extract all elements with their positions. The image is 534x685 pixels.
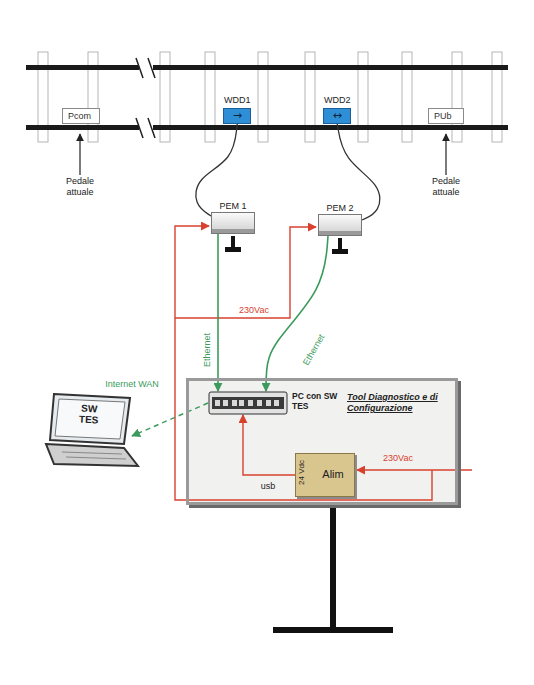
tool-panel-ground bbox=[186, 378, 458, 505]
connector-label: Ethernet bbox=[202, 331, 213, 369]
tool-enclosure: Tool Diagnostico e di Configurazione PC c… bbox=[186, 378, 458, 505]
connector-label: usb bbox=[259, 481, 278, 492]
connector-label: Ethernet bbox=[300, 331, 329, 369]
direction-arrow: ↔ bbox=[333, 110, 342, 122]
pedal-name: Pcom bbox=[68, 110, 94, 122]
pem-unit: PEM 1 bbox=[211, 200, 255, 234]
supply-voltage: 24 Vdc bbox=[297, 460, 307, 485]
wheel-detector: WDD2 ↔ bbox=[322, 95, 353, 124]
laptop: SW TES bbox=[40, 392, 140, 472]
pc-name: PC con SW TES bbox=[292, 391, 340, 411]
pem-housing bbox=[211, 212, 255, 234]
track-break bbox=[136, 48, 155, 144]
connector-label: Internet WAN bbox=[103, 379, 161, 390]
supply-name: Alim bbox=[312, 467, 354, 481]
wheel-detector: WDD1 → bbox=[222, 95, 253, 124]
detector-name: WDD2 bbox=[322, 95, 353, 106]
voltage-label: 230Vac bbox=[237, 305, 271, 316]
network-link bbox=[266, 236, 328, 391]
pedal-pointers bbox=[80, 134, 446, 175]
network-link bbox=[217, 234, 219, 391]
power-wires bbox=[175, 226, 472, 500]
pc-unit: PC con SW TES bbox=[208, 391, 340, 415]
pem-unit: PEM 2 bbox=[318, 202, 362, 236]
pem-housing bbox=[318, 214, 362, 236]
network-link bbox=[132, 403, 208, 436]
pedal-name: PUb bbox=[434, 110, 458, 122]
pedal-note: Pedale attuale bbox=[416, 176, 476, 198]
support-stand bbox=[273, 508, 393, 630]
pem-name: PEM 2 bbox=[324, 202, 355, 214]
rails bbox=[26, 65, 508, 130]
pem-stands bbox=[225, 236, 348, 254]
detector-body: ↔ bbox=[323, 108, 351, 124]
voltage-label: 230Vac bbox=[381, 453, 415, 464]
detector-name: WDD1 bbox=[222, 95, 253, 106]
usb-cable bbox=[243, 415, 295, 475]
detector-body: → bbox=[223, 108, 251, 124]
direction-arrow: → bbox=[233, 110, 242, 122]
pc-icon bbox=[208, 391, 288, 415]
enclosure-title: Tool Diagnostico e di Configurazione bbox=[347, 392, 451, 414]
laptop-software: SW TES bbox=[73, 402, 104, 426]
pem-name: PEM 1 bbox=[217, 200, 248, 212]
track-pedal-box: PUb bbox=[428, 108, 464, 124]
power-supply: Alim 24 Vdc bbox=[295, 453, 355, 497]
track-pedal-box: Pcom bbox=[62, 108, 100, 124]
pedal-note: Pedale attuale bbox=[50, 176, 110, 198]
